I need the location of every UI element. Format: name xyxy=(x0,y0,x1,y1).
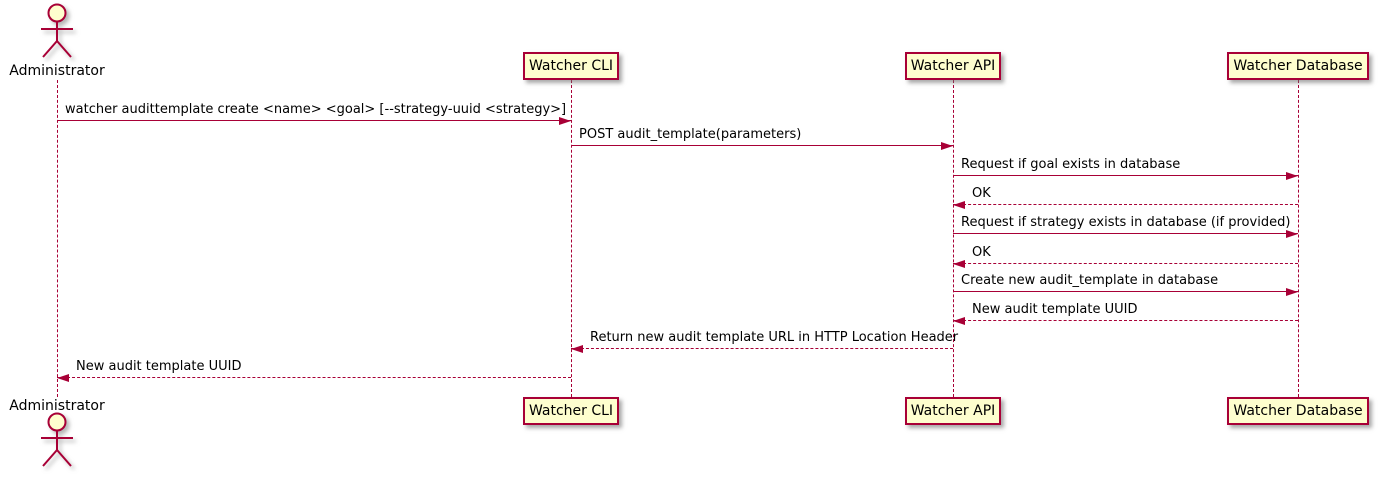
participant-watcher-api-top: Watcher API xyxy=(905,52,1001,80)
message-label: OK xyxy=(972,245,991,260)
message-5: Request if strategy exists in database (… xyxy=(953,215,1298,238)
actor-icon-top xyxy=(35,3,79,65)
message-label: OK xyxy=(972,186,991,201)
message-1: watcher audittemplate create <name> <goa… xyxy=(57,102,571,125)
message-6: OK xyxy=(953,245,1298,268)
message-10: New audit template UUID xyxy=(57,359,571,382)
message-3: Request if goal exists in database xyxy=(953,157,1298,180)
actor-icon-bottom xyxy=(35,412,79,474)
message-7: Create new audit_template in database xyxy=(953,273,1298,296)
message-arrow xyxy=(57,374,571,382)
message-label: Request if goal exists in database xyxy=(961,157,1181,172)
arrowhead-icon xyxy=(559,117,571,125)
participant-label: Watcher CLI xyxy=(528,58,614,74)
participant-watcher-api-bottom: Watcher API xyxy=(905,397,1001,425)
actor-name-bottom: Administrator xyxy=(9,398,105,414)
lifeline-watcher-cli xyxy=(571,80,572,397)
message-9: Return new audit template URL in HTTP Lo… xyxy=(571,330,959,353)
message-arrow xyxy=(571,142,953,150)
arrowhead-icon xyxy=(1286,172,1298,180)
lifeline-administrator xyxy=(57,80,58,397)
participant-watcher-database-bottom: Watcher Database xyxy=(1227,397,1369,425)
participant-label: Watcher CLI xyxy=(528,403,614,419)
lifeline-watcher-database xyxy=(1298,80,1299,397)
message-8: New audit template UUID xyxy=(953,302,1298,325)
message-4: OK xyxy=(953,186,1298,209)
participant-label: Watcher API xyxy=(910,58,996,74)
message-label: New audit template UUID xyxy=(76,359,242,374)
participant-watcher-database-top: Watcher Database xyxy=(1227,52,1369,80)
arrowhead-icon xyxy=(953,260,965,268)
message-label: Create new audit_template in database xyxy=(961,273,1219,288)
message-arrow xyxy=(953,201,1298,209)
message-2: POST audit_template(parameters) xyxy=(571,127,953,150)
arrowhead-icon xyxy=(941,142,953,150)
message-label: Request if strategy exists in database (… xyxy=(961,215,1291,230)
message-arrow xyxy=(953,260,1298,268)
message-arrow xyxy=(953,230,1298,238)
lifeline-watcher-api xyxy=(953,80,954,397)
participant-label: Watcher API xyxy=(910,403,996,419)
message-arrow xyxy=(953,172,1298,180)
participant-label: Watcher Database xyxy=(1233,58,1363,74)
message-arrow xyxy=(953,288,1298,296)
message-label: POST audit_template(parameters) xyxy=(579,127,802,142)
actor-name-top: Administrator xyxy=(9,63,105,79)
participant-watcher-cli-bottom: Watcher CLI xyxy=(523,397,619,425)
arrowhead-icon xyxy=(57,374,69,382)
participant-label: Watcher Database xyxy=(1233,403,1363,419)
message-label: New audit template UUID xyxy=(972,302,1138,317)
message-arrow xyxy=(57,117,571,125)
arrowhead-icon xyxy=(953,317,965,325)
message-arrow xyxy=(571,345,953,353)
arrowhead-icon xyxy=(953,201,965,209)
participant-watcher-cli-top: Watcher CLI xyxy=(523,52,619,80)
arrowhead-icon xyxy=(571,345,583,353)
message-label: Return new audit template URL in HTTP Lo… xyxy=(590,330,959,345)
arrowhead-icon xyxy=(1286,288,1298,296)
arrowhead-icon xyxy=(1286,230,1298,238)
message-label: watcher audittemplate create <name> <goa… xyxy=(65,102,567,117)
message-arrow xyxy=(953,317,1298,325)
